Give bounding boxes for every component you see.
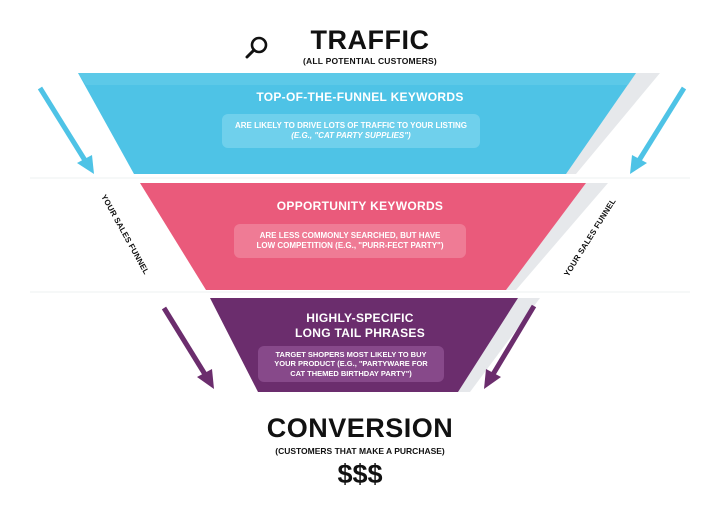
left-blue-arrow — [37, 86, 94, 174]
tier-3-title-line-1: HIGHLY-SPECIFIC — [306, 311, 414, 325]
conversion-title: CONVERSION — [266, 413, 454, 443]
tier-3-title: HIGHLY-SPECIFIC LONG TAIL PHRASES — [240, 311, 480, 341]
tier-1-title: TOP-OF-THE-FUNNEL KEYWORDS — [256, 90, 464, 104]
traffic-title: TRAFFIC — [310, 25, 430, 55]
tier-3-title-line-2: LONG TAIL PHRASES — [295, 326, 425, 340]
tier-3-description-line-1: TARGET SHOPERS MOST LIKELY TO BUY — [275, 349, 427, 359]
money-symbol: $$$ — [337, 459, 383, 489]
search-icon — [245, 36, 268, 59]
tier-1-description: ARE LIKELY TO DRIVE LOTS OF TRAFFIC TO Y… — [222, 114, 480, 148]
tier-3-description: TARGET SHOPERS MOST LIKELY TO BUY YOUR P… — [258, 346, 444, 382]
tier-2-description-line-2: LOW COMPETITION (E.G., "PURR-FECT PARTY"… — [256, 241, 444, 250]
right-blue-arrow — [630, 86, 687, 174]
tier-2-description-line-1: ARE LESS COMMONLY SEARCHED, BUT HAVE — [259, 231, 441, 240]
right-purple-arrow — [484, 304, 537, 389]
left-purple-arrow — [161, 306, 214, 389]
tier-3-description-line-2: YOUR PRODUCT (E.G., "PARTYWARE FOR — [274, 359, 428, 369]
traffic-subtitle: (ALL POTENTIAL CUSTOMERS) — [303, 56, 437, 66]
tier-1-description-line-1: ARE LIKELY TO DRIVE LOTS OF TRAFFIC TO Y… — [234, 121, 468, 130]
tier-1-description-line-2: (E.G., "CAT PARTY SUPPLIES") — [291, 131, 411, 140]
tier-1-highlight — [78, 73, 636, 85]
tier-3-description-line-3: CAT THEMED BIRTHDAY PARTY") — [290, 368, 412, 378]
tier-2-title: OPPORTUNITY KEYWORDS — [276, 199, 444, 213]
conversion-subtitle: (CUSTOMERS THAT MAKE A PURCHASE) — [275, 446, 445, 456]
tier-2-description: ARE LESS COMMONLY SEARCHED, BUT HAVE LOW… — [234, 224, 466, 258]
